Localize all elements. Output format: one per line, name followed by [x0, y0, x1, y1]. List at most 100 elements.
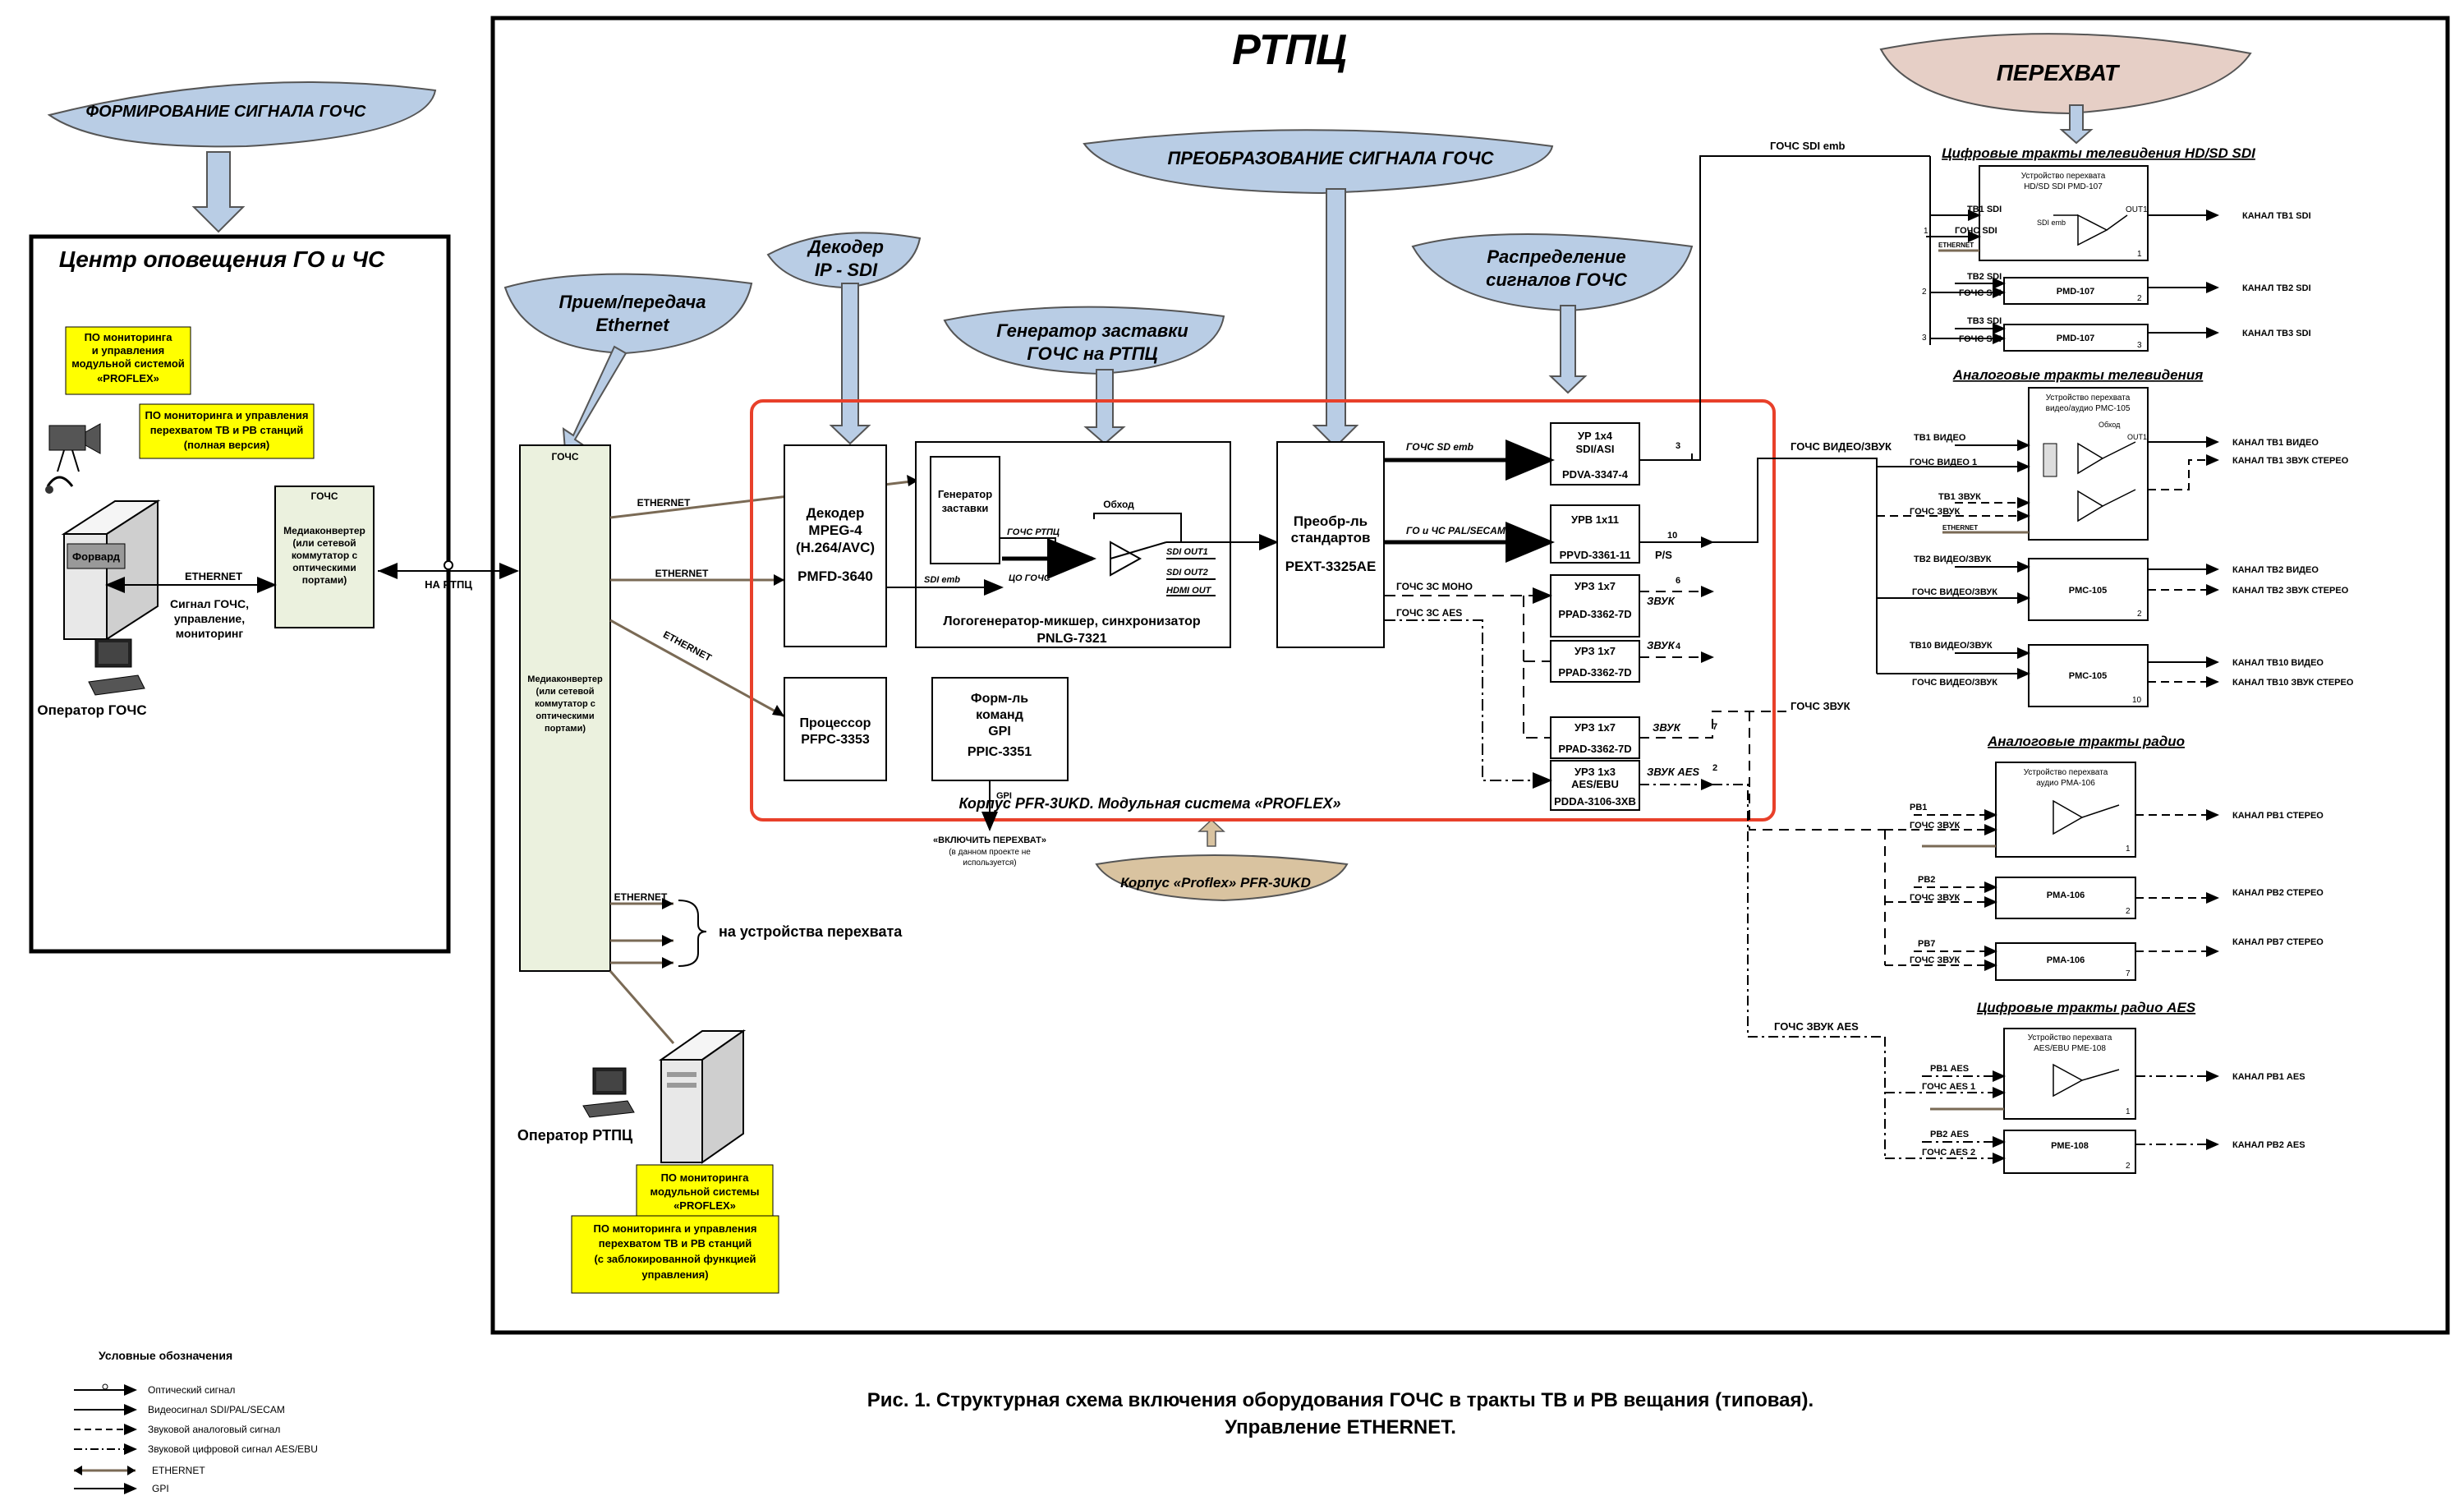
sdi-out2-label: SDI OUT2 — [1166, 568, 1208, 578]
analog-tv-title: Аналоговые тракты телевидения — [1952, 367, 2204, 383]
center-gochs-label: ГОЧС — [310, 490, 338, 502]
pme108-main: Устройство перехвата AES/EBU PME-108 1 — [2003, 1028, 2136, 1120]
urz-aes-l2: AES/EBU — [1571, 778, 1619, 790]
ethernet-small-1: ETHERNET — [1938, 242, 1974, 249]
urz-aes-l1: УРЗ 1x3 — [1574, 766, 1616, 778]
proflex-chassis — [750, 399, 1776, 822]
cloud-priem-l1: Прием/передача — [559, 292, 706, 312]
center-po-monitoring: ПО мониторинга и управления модульной си… — [65, 326, 191, 395]
svg-text:2: 2 — [2126, 1162, 2131, 1171]
cloud-generator-l1: Генератор заставки — [996, 320, 1188, 341]
urz-aes-l3: PDDA-3106-3XB — [1554, 795, 1636, 808]
pmc105-10-n: 10 — [2132, 696, 2142, 705]
cloud-perehvat: ПЕРЕХВАТ — [1879, 33, 2252, 145]
rtpc-media-l5: портами) — [545, 724, 586, 734]
rtpc-media-l3: коммутатор с — [535, 699, 595, 709]
gochs-zvuk-label: ГОЧС ЗВУК — [1791, 700, 1850, 712]
zvuk-aes-label: ЗВУК AES — [1647, 766, 1699, 778]
tv3-sdi: ТВ3 SDI — [1967, 316, 2002, 326]
legend-l4: Звуковой цифровой сигнал AES/EBU — [148, 1443, 318, 1455]
rtpc-gochs-label: ГОЧС — [551, 451, 578, 463]
rtpc-eth2: ETHERNET — [655, 568, 709, 579]
center-media-converter: ГОЧС Медиаконвертер (или сетевой коммута… — [274, 486, 375, 628]
vkl-l1: «ВКЛЮЧИТЬ ПЕРЕХВАТ» — [933, 835, 1046, 845]
urz3-l1: УРЗ 1x7 — [1574, 721, 1616, 734]
rtpc-eth1: ETHERNET — [637, 497, 691, 509]
zvuk3-label: ЗВУК — [1653, 721, 1681, 734]
hdmi-out-label: HDMI OUT — [1166, 586, 1212, 596]
vkl-l3: используется) — [963, 858, 1016, 868]
kanal-tv10-video: КАНАЛ ТВ10 ВИДЕО — [2232, 658, 2324, 668]
gochs-sdi-2: ГОЧС SDI — [1959, 288, 2002, 298]
decoder-l3: (H.264/AVC) — [796, 540, 875, 555]
pme-dev-l1: Устройство перехвата — [2028, 1033, 2112, 1042]
operator-gochs-label: Оператор ГОЧС — [37, 702, 146, 718]
kanal-tv1-video: КАНАЛ ТВ1 ВИДЕО — [2232, 438, 2319, 448]
center-po-upr-l2: перехватом ТВ и РВ станций — [150, 424, 303, 436]
pmd107-main: Устройство перехвата HD/SD SDI PMD-107 S… — [1979, 165, 2149, 261]
trunk-zvuk — [1749, 711, 1885, 831]
gochs-zs-aes-label: ГОЧС ЗС AES — [1396, 607, 1462, 619]
gpi-l4: PPIC-3351 — [968, 745, 1032, 759]
n4-label: 4 — [1676, 642, 1681, 651]
ethernet-small-2: ETHERNET — [1942, 524, 1978, 532]
kanal-tv3-sdi: КАНАЛ ТВ3 SDI — [2242, 329, 2311, 338]
gochs-zvuk1: ГОЧС ЗВУК — [1910, 507, 1961, 517]
cloud-dekoder: Декодер IP - SDI — [766, 232, 922, 445]
urz2-l2: PPAD-3362-7D — [1558, 666, 1631, 679]
rv7: РВ7 — [1918, 939, 1935, 949]
tv1-video: ТВ1 ВИДЕО — [1914, 433, 1966, 443]
pma106-7: PMA-106 7 — [1995, 942, 2136, 981]
center-signal-l3: мониторинг — [176, 627, 244, 640]
decoder-l1: Декодер — [807, 505, 865, 521]
rv2-aes: РВ2 AES — [1930, 1130, 1969, 1139]
caption-line2: Управление ETHERNET. — [1225, 1416, 1456, 1438]
cloud-korpus: Корпус «Proflex» PFR-3UKD — [1095, 818, 1349, 902]
cloud-dekoder-l1: Декодер — [807, 237, 884, 257]
center-title: Центр оповещения ГО и ЧС — [59, 246, 385, 272]
pmc105-10-label: PMC-105 — [2069, 671, 2107, 681]
pmc-dev-l1: Устройство перехвата — [2046, 394, 2131, 403]
rtpc-po-monitoring: ПО мониторинга модульной системы «PROFLE… — [636, 1164, 774, 1217]
gochs-zs-mono-label: ГОЧС ЗС МОНО — [1396, 581, 1473, 592]
trunk-video — [1712, 458, 1878, 543]
gochs-sd-emb-label: ГОЧС SD emb — [1406, 441, 1473, 453]
tv2-sdi: ТВ2 SDI — [1967, 272, 2002, 282]
cloud-dekoder-l2: IP - SDI — [815, 260, 878, 280]
pme-dev-l2: AES/EBU PME-108 — [2034, 1044, 2106, 1053]
rtpc-media-l2: (или сетевой — [536, 687, 595, 697]
rtpc-title: РТПЦ — [1232, 26, 1347, 74]
operator-gochs-computer-icon — [88, 638, 145, 696]
obhod-label: Обход — [1103, 499, 1134, 510]
sdi-out1-label: SDI OUT1 — [1166, 547, 1208, 557]
rtpc-po-upr-l4: управления) — [641, 1268, 708, 1281]
hd-dev-l1: Устройство перехвата — [2021, 172, 2106, 181]
operator-rtpc-label: Оператор РТПЦ — [517, 1127, 633, 1144]
center-po-upr-l1: ПО мониторинга и управления — [145, 409, 309, 421]
server-forward: Форвард — [61, 499, 161, 641]
kanal-tv1-zvuk: КАНАЛ ТВ1 ЗВУК СТЕРЕО — [2232, 456, 2349, 466]
cloud-form-signal-label: ФОРМИРОВАНИЕ СИГНАЛА ГОЧС — [86, 103, 367, 121]
n7-label: 7 — [1712, 722, 1717, 732]
svg-text:1: 1 — [1924, 227, 1928, 236]
kanal-rv7: КАНАЛ РВ7 СТЕРЕО — [2232, 937, 2324, 947]
trunk-aes — [1712, 784, 1885, 1038]
gochs-rtpc-label: ГОЧС РТПЦ — [1007, 527, 1060, 537]
pmc105-2-label: PMC-105 — [2069, 586, 2107, 596]
decoder-l4: PMFD-3640 — [798, 568, 873, 584]
gen-l1: Генератор — [938, 488, 992, 500]
urz1-block: УРЗ 1x7 PPAD-3362-7D — [1550, 574, 1640, 637]
co-gochs-label: ЦО ГОЧС — [1009, 573, 1051, 583]
svg-text:2: 2 — [2126, 907, 2131, 916]
tv10-videozvuk: ТВ10 ВИДЕО/ЗВУК — [1910, 641, 1993, 651]
logo-l1: Логогенератор-микшер, синхронизатор — [943, 614, 1200, 628]
gochs-video-zvuk-label: ГОЧС ВИДЕО/ЗВУК — [1791, 440, 1892, 453]
ur-l2: SDI/ASI — [1576, 443, 1615, 455]
ur-block: УР 1x4 SDI/ASI PDVA-3347-4 — [1550, 422, 1640, 486]
tv1-sdi: ТВ1 SDI — [1967, 205, 2002, 214]
rv2: РВ2 — [1918, 875, 1935, 885]
rtpc-eth4: ETHERNET — [614, 891, 668, 903]
center-media-l5: портами) — [302, 574, 347, 586]
legend-title: Условные обозначения — [99, 1349, 232, 1362]
na-rtpc-label: НА РТПЦ — [425, 578, 472, 591]
